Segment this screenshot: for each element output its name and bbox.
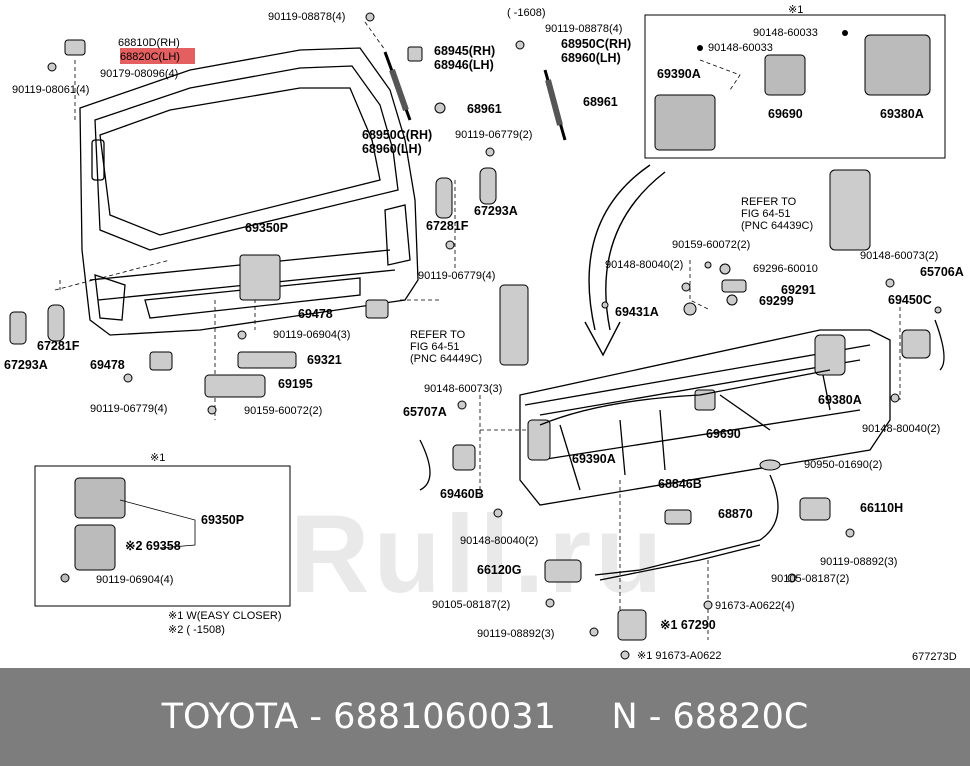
label-67281f-a: 67281F	[426, 219, 469, 233]
easy-closer-box-bottom	[34, 465, 291, 607]
label-90148-60073-a: 90148-60073(2)	[860, 250, 938, 262]
label-67293a-a: 67293A	[474, 204, 518, 218]
label-69321: 69321	[307, 353, 342, 367]
label-90148-60033-b: 90148-60033	[708, 42, 773, 54]
cables	[419, 319, 945, 581]
label-68960-a: 68960(LH)	[362, 142, 422, 156]
label-66120g: 66120G	[477, 563, 521, 577]
label-69460b: 69460B	[440, 487, 484, 501]
label-69350p-b: 69350P	[201, 513, 244, 527]
label-range-1608: ( -1608)	[507, 7, 546, 19]
label-69690-b: 69690	[706, 427, 741, 441]
label-68810d-rh: 68810D(RH)	[118, 37, 180, 49]
label-67281f-b: 67281F	[37, 339, 80, 353]
part-number-footer: TOYOTA - 6881060031 N - 68820C	[0, 668, 970, 766]
refer-2-line-a: REFER TO	[410, 329, 466, 341]
label-90119-08878-a: 90119-08878(4)	[268, 11, 345, 23]
note-range-1508: ※2 ( -1508)	[168, 624, 225, 636]
label-90119-06779-c: 90119-06779(4)	[90, 403, 167, 415]
label-68820c-lh: 68820C(LH)	[120, 51, 180, 63]
label-90119-08061: 90119-08061(4)	[12, 84, 89, 96]
easy-closer-box-top	[644, 14, 946, 159]
label-91673-a0622-a: 91673-A0622(4)	[715, 600, 795, 612]
label-68960-b: 68960(LH)	[561, 51, 621, 65]
label-90148-60073-b: 90148-60073(3)	[424, 383, 502, 395]
box1-mark: ※1	[788, 4, 803, 16]
label-90148-80040-b: 90148-80040(2)	[862, 423, 940, 435]
label-68961-b: 68961	[583, 95, 618, 109]
label-69478-a: 69478	[298, 307, 333, 321]
label-68945: 68945(RH)	[434, 44, 495, 58]
label-66110h: 66110H	[860, 501, 903, 515]
label-65707a: 65707A	[403, 405, 447, 419]
part-labels: 68810D(RH) 68820C(LH) 90179-08096(4) 901…	[4, 4, 964, 663]
label-68961-a: 68961	[467, 102, 502, 116]
box2-mark: ※1	[150, 452, 165, 464]
label-90159-60072-b: 90159-60072(2)	[672, 239, 750, 251]
label-69358: ※2 69358	[125, 539, 181, 553]
label-69431a: 69431A	[615, 305, 659, 319]
label-90105-08187-b: 90105-08187(2)	[771, 573, 849, 585]
highlight-box	[120, 48, 195, 64]
label-69380a-a: 69380A	[880, 107, 924, 121]
label-69390a-b: 69390A	[572, 452, 616, 466]
label-90148-80040-c: 90148-80040(2)	[460, 535, 538, 547]
refer-1-line-b: FIG 64-51	[741, 208, 791, 220]
label-68846b: 68846B	[658, 477, 702, 491]
label-90119-06779-b: 90119-06779(4)	[418, 270, 495, 282]
label-68870: 68870	[718, 507, 753, 521]
refer-2-line-c: (PNC 64449C)	[410, 353, 482, 365]
label-69350p-a: 69350P	[245, 221, 288, 235]
label-67293a-b: 67293A	[4, 358, 48, 372]
refer-1-line-c: (PNC 64439C)	[741, 220, 813, 232]
label-90159-60072-a: 90159-60072(2)	[244, 405, 322, 417]
label-90119-06779-a: 90119-06779(2)	[455, 129, 532, 141]
label-69690-a: 69690	[768, 107, 803, 121]
label-69450c: 69450C	[888, 293, 932, 307]
label-69390a-a: 69390A	[657, 67, 701, 81]
label-90179-08096: 90179-08096(4)	[100, 68, 178, 80]
label-90148-60033-a: 90148-60033	[753, 27, 818, 39]
small-parts	[9, 12, 942, 660]
refer-1-line-a: REFER TO	[741, 196, 797, 208]
watermark: Rull.ru	[290, 493, 666, 616]
refer-2-line-b: FIG 64-51	[410, 341, 460, 353]
label-69195: 69195	[278, 377, 313, 391]
label-90148-80040-a: 90148-80040(2)	[605, 259, 683, 271]
label-69299: 69299	[759, 294, 794, 308]
label-68950c-a: 68950C(RH)	[362, 128, 432, 142]
label-90119-08892-a: 90119-08892(3)	[820, 556, 897, 568]
label-90119-08878-b: 90119-08878(4)	[545, 23, 622, 35]
label-69296-60010: 69296-60010	[753, 263, 818, 275]
label-90950-01690: 90950-01690(2)	[804, 459, 882, 471]
label-90105-08187-a: 90105-08187(2)	[432, 599, 510, 611]
figure-code: 677273D	[912, 651, 957, 663]
label-68950c-b: 68950C(RH)	[561, 37, 631, 51]
parts-diagram: Rull.ru	[4, 4, 964, 663]
label-90119-08892-b: 90119-08892(3)	[477, 628, 554, 640]
label-65706a: 65706A	[920, 265, 964, 279]
label-90119-06904-a: 90119-06904(3)	[273, 329, 350, 341]
footer-text: TOYOTA - 6881060031 N - 68820C	[161, 697, 809, 737]
label-90119-06904-b: 90119-06904(4)	[96, 574, 173, 586]
label-68946: 68946(LH)	[434, 58, 494, 72]
label-67290: ※1 67290	[660, 618, 716, 632]
label-69478-b: 69478	[90, 358, 125, 372]
label-91673-a0622-b: ※1 91673-A0622	[637, 650, 721, 662]
label-69380a-b: 69380A	[818, 393, 862, 407]
gas-struts	[383, 51, 567, 141]
label-69291: 69291	[781, 283, 816, 297]
note-easy-closer: ※1 W(EASY CLOSER)	[168, 610, 282, 622]
